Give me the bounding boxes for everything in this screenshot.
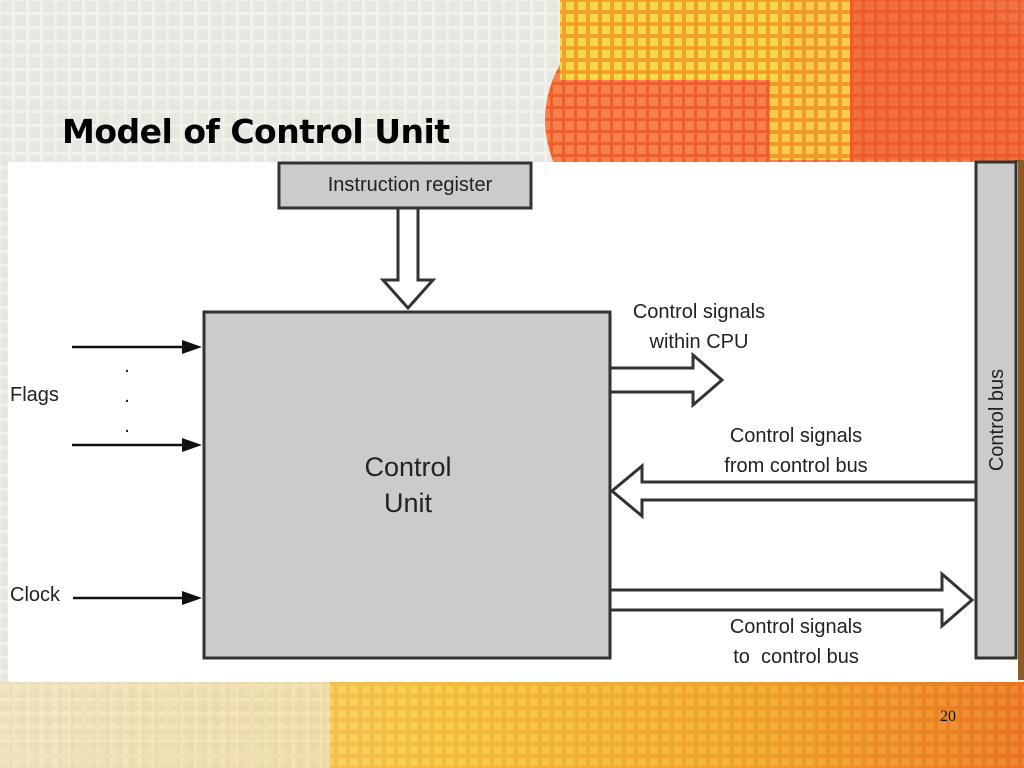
control-unit-box: Control Unit (202, 310, 612, 660)
signals-to-bus-line1: Control signals (730, 616, 862, 638)
signals-within-cpu-arrow (608, 351, 725, 409)
instruction-register-label: Instruction register (328, 174, 493, 196)
signals-within-cpu: Control signals within CPU (608, 301, 765, 409)
flag-dot-1: . (124, 355, 130, 377)
control-bus-label: Control bus (986, 369, 1008, 471)
control-unit-label-line2: Unit (384, 488, 433, 518)
instruction-register-box: Instruction register (277, 161, 533, 210)
flag-arrow-top-head (182, 340, 202, 354)
flag-dot-2: . (124, 385, 130, 407)
flag-arrow-bottom-head (182, 438, 202, 452)
slide-number: 20 (940, 708, 956, 725)
signals-from-bus-line2: from control bus (724, 455, 867, 477)
signals-to-control-bus: Control signals to control bus (608, 570, 975, 668)
signals-within-cpu-line1: Control signals (633, 301, 765, 323)
signals-from-bus-arrow (609, 462, 978, 520)
clock-arrow-head (182, 591, 202, 605)
signals-from-control-bus: Control signals from control bus (609, 425, 978, 520)
control-bus-bar: Control bus (974, 160, 1018, 660)
ir-to-cu-arrow (379, 206, 437, 311)
signals-within-cpu-line2: within CPU (649, 331, 749, 353)
clock-input: Clock (10, 584, 202, 606)
flags-label: Flags (10, 384, 59, 406)
clock-label: Clock (10, 584, 61, 606)
signals-from-bus-line1: Control signals (730, 425, 862, 447)
flag-dot-3: . (124, 415, 130, 437)
control-unit-label-line1: Control (364, 452, 451, 482)
slide-title: Model of Control Unit (62, 112, 450, 151)
flags-inputs: . . . Flags (10, 340, 202, 452)
signals-to-bus-line2: to control bus (733, 646, 859, 668)
signals-to-bus-arrow (608, 570, 975, 630)
